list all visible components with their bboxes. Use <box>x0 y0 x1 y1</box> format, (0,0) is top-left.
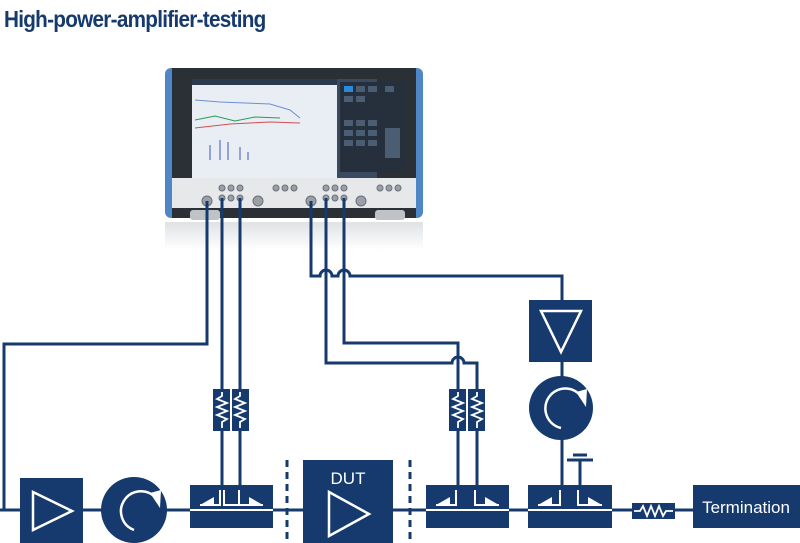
circulator-arrow-icon <box>119 490 156 532</box>
amplifier-icon <box>538 309 584 355</box>
circulator-arrow-icon <box>544 387 582 430</box>
resistor-icon <box>232 392 248 428</box>
amplifier-icon <box>327 489 372 539</box>
vector-network-analyzer <box>165 68 423 250</box>
dut-boundary-lines <box>285 460 412 543</box>
attenuator-pair-1 <box>213 389 249 431</box>
resistor-icon <box>634 503 673 519</box>
directional-coupler-2 <box>426 485 509 528</box>
analyzer-screen-traces <box>192 79 337 179</box>
resistor-icon <box>214 392 230 428</box>
amplifier-icon <box>31 490 75 532</box>
dut-label: DUT <box>331 469 366 488</box>
attenuator-pair-2 <box>449 389 485 431</box>
load-attenuator <box>632 503 675 519</box>
directional-coupler-3 <box>528 485 612 528</box>
termination-block: Termination <box>693 485 800 528</box>
diagram-title: High-power-amplifier-testing <box>4 6 266 32</box>
resistor-icon <box>469 392 485 428</box>
circulator-2 <box>529 376 593 440</box>
receiver-amplifier-block <box>529 300 592 362</box>
dut-block: DUT <box>303 460 393 543</box>
termination-label: Termination <box>702 498 790 517</box>
directional-coupler-1 <box>190 485 273 528</box>
resistor-icon <box>450 392 466 428</box>
analyzer-keypad <box>340 82 405 172</box>
port2-line <box>309 201 564 300</box>
analyzer-front-panel <box>172 178 416 208</box>
driver-amplifier-block <box>20 478 83 543</box>
ground-icon <box>567 453 593 462</box>
circulator-1 <box>101 477 167 543</box>
